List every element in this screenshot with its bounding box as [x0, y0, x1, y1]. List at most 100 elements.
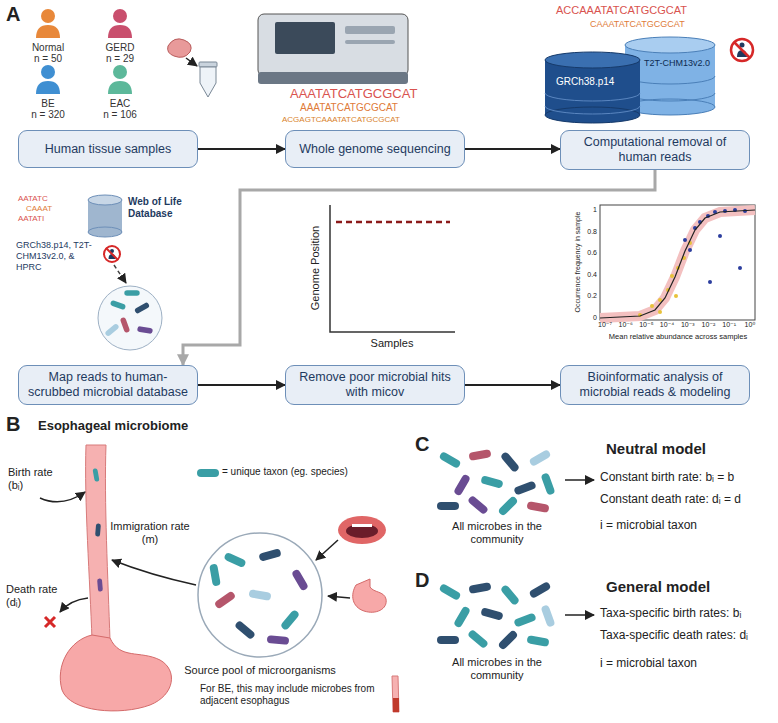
- taxon-symbol: [197, 469, 219, 477]
- illustration-part: [688, 248, 692, 252]
- illustration-part: [528, 449, 551, 467]
- mouth: [338, 516, 386, 544]
- illustration-part: [540, 472, 555, 495]
- process-box: Computational removal of human reads: [560, 130, 750, 170]
- model-formula: Taxa-specific death rates: dᵢ: [600, 628, 748, 642]
- illustration-part: [497, 495, 518, 516]
- source-arrow: [316, 540, 338, 560]
- panel-letter: D: [415, 568, 429, 592]
- axis-label: Occurrence frequency in sample: [574, 212, 582, 313]
- rate-label: Death rate (dᵢ): [6, 583, 61, 609]
- axis-label: Genome Position: [309, 226, 322, 310]
- illustration-part: [97, 578, 103, 592]
- box-text: Map reads to human-scrubbed microbial da…: [27, 370, 189, 400]
- illustration-part: [36, 25, 60, 38]
- illustration-part: [137, 326, 153, 334]
- dna-sequence: AAATATCATGCGCAT: [300, 102, 398, 114]
- illustration-part: [104, 323, 119, 337]
- illustration-part: [41, 65, 55, 79]
- tick-label: 10⁻¹: [722, 321, 736, 329]
- illustration-part: [60, 635, 171, 711]
- dna-sequence: AATATI: [18, 214, 44, 224]
- illustration-part: [453, 473, 471, 496]
- illustration-part: [330, 205, 455, 332]
- person-icon: [108, 65, 132, 94]
- illustration-part: [336, 221, 450, 224]
- illustration-part: [98, 286, 162, 350]
- illustration-part: [468, 582, 491, 594]
- database: [88, 195, 122, 237]
- illustration-part: [338, 516, 386, 544]
- illustration-part: [683, 208, 747, 284]
- microbe-community: [437, 581, 556, 651]
- process-box: Human tissue samples: [18, 130, 198, 168]
- model-formula: Constant birth rate: bᵢ = b: [600, 470, 734, 484]
- immigration-arrow: [112, 560, 196, 585]
- illustration-part: [545, 52, 640, 68]
- illustration-part: [134, 302, 150, 315]
- database-label: T2T-CHM13v2.0: [644, 58, 710, 69]
- illustration-part: [214, 590, 237, 609]
- rate-label: Immigration rate (m): [105, 520, 195, 546]
- illustration-part: [723, 209, 727, 213]
- illustration-part: [734, 42, 750, 58]
- microbe-pool: [98, 286, 162, 350]
- illustration-part: [438, 583, 461, 601]
- tick-label: 10⁻⁵: [639, 321, 653, 329]
- model-arrow: [565, 614, 594, 616]
- annotation: For BE, this may include microbes from a…: [200, 683, 385, 707]
- community-label: All microbes in the community: [435, 520, 560, 546]
- illustration-part: [113, 65, 127, 79]
- illustration-part: [513, 480, 536, 495]
- flow-arrow: [198, 384, 285, 386]
- illustration-part: [600, 205, 755, 320]
- axis-label: Samples: [371, 337, 414, 350]
- illustration-part: [480, 475, 503, 488]
- illustration-part: [291, 568, 309, 591]
- box-text: Bioinformatic analysis of microbial read…: [569, 370, 741, 400]
- neutral-model-plot: [600, 205, 755, 320]
- sample-count: n = 29: [106, 53, 134, 65]
- group-label: EAC: [110, 98, 131, 110]
- illustration-part: [88, 227, 122, 237]
- illustration-part: [437, 636, 459, 644]
- illustration-part: [497, 629, 518, 650]
- illustration-part: [670, 274, 674, 278]
- dna-sequence: ACGAGTCAAATATCATGCGCAT: [282, 115, 400, 125]
- illustration-part: [600, 210, 755, 318]
- illustration-part: [280, 609, 300, 631]
- illustration-part: [467, 629, 489, 649]
- database: [545, 37, 715, 123]
- illustration-part: [674, 294, 678, 298]
- tick-label: 0.8: [584, 228, 597, 236]
- tick-label: 10⁰: [745, 321, 756, 329]
- esophagus: [60, 445, 171, 711]
- sequencer: [258, 14, 408, 84]
- death-mark: [45, 617, 55, 627]
- tick-label: 10⁻⁶: [619, 321, 633, 329]
- illustration-part: [500, 584, 520, 606]
- illustration-part: [106, 248, 118, 260]
- axis-label: Mean relative abundance across samples: [609, 332, 747, 341]
- process-box: Remove poor microbial hits with micov: [285, 365, 465, 405]
- illustration-part: [658, 310, 662, 314]
- process-box: Whole genome sequencing: [285, 130, 465, 168]
- illustration-part: [168, 39, 192, 57]
- illustration-part: [209, 563, 221, 586]
- illustration-part: [528, 581, 551, 599]
- illustration-part: [345, 40, 395, 44]
- illustration-part: [186, 58, 197, 66]
- model-title: General model: [606, 578, 710, 596]
- dna-sequence: CAAATATCATGCGCAT: [590, 19, 685, 30]
- flow-arrow: [198, 148, 285, 150]
- flow-arrow: [465, 384, 560, 386]
- illustration-part: [258, 548, 281, 561]
- illustration-part: [545, 93, 640, 114]
- dna-sequence: ACCAAATATCATGCGCAT: [556, 4, 687, 17]
- death-arrow: [60, 598, 88, 612]
- panel-letter: B: [6, 412, 20, 436]
- illustration-part: [36, 81, 60, 94]
- microbe-community: [437, 449, 556, 517]
- illustration-part: [731, 39, 753, 61]
- panel-letter: C: [415, 432, 429, 456]
